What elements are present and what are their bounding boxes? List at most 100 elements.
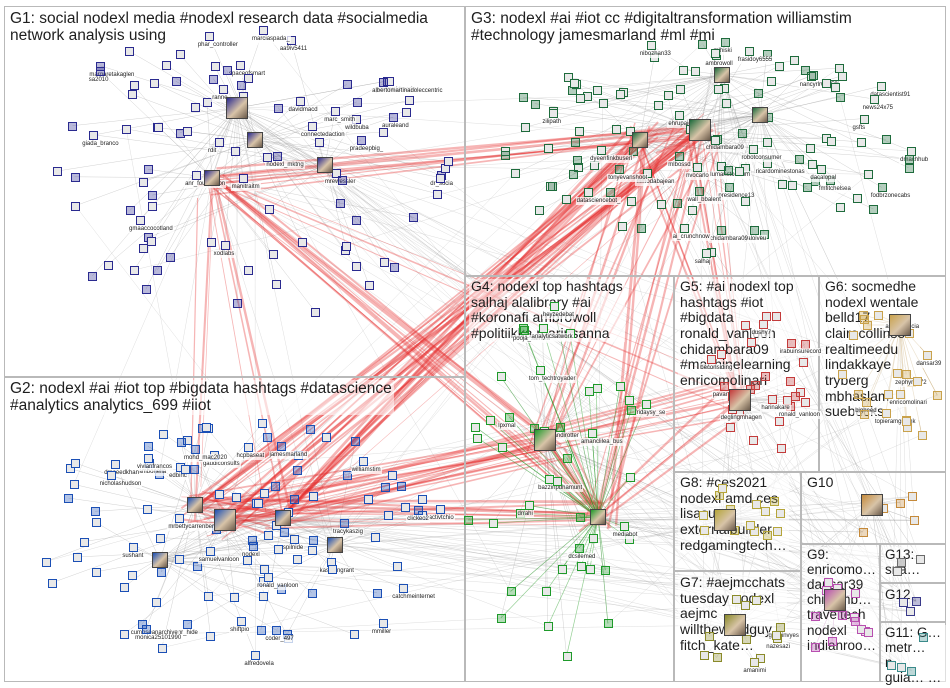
vertex-g3[interactable] bbox=[795, 155, 805, 165]
vertex-g1[interactable] bbox=[154, 122, 164, 132]
vertex-g4[interactable] bbox=[625, 472, 635, 482]
vertex-g4[interactable] bbox=[543, 622, 553, 632]
profile-avatar[interactable] bbox=[275, 510, 291, 526]
vertex-g2[interactable] bbox=[106, 470, 116, 480]
vertex-g3[interactable] bbox=[673, 199, 683, 209]
vertex-g2[interactable] bbox=[231, 493, 241, 503]
vertex-g2[interactable] bbox=[280, 528, 290, 537]
vertex-g2[interactable] bbox=[193, 562, 203, 572]
vertex-g2[interactable] bbox=[92, 567, 102, 577]
vertex-g3[interactable] bbox=[676, 85, 686, 95]
vertex-g1[interactable] bbox=[269, 250, 279, 260]
vertex-g4[interactable] bbox=[624, 396, 634, 406]
profile-avatar[interactable] bbox=[729, 389, 751, 411]
vertex-g4[interactable] bbox=[486, 416, 496, 426]
vertex-g3[interactable] bbox=[627, 197, 637, 207]
vertex-g5[interactable] bbox=[725, 423, 735, 433]
vertex-g1[interactable] bbox=[214, 138, 224, 148]
vertex-g1[interactable] bbox=[335, 199, 345, 209]
vertex-g1[interactable] bbox=[103, 260, 113, 270]
vertex-g6[interactable] bbox=[859, 410, 869, 419]
vertex-g1[interactable] bbox=[384, 76, 394, 86]
vertex-g1[interactable] bbox=[122, 124, 132, 134]
vertex-g5[interactable] bbox=[771, 311, 781, 321]
vertex-g5[interactable] bbox=[777, 443, 787, 453]
vertex-g2[interactable] bbox=[176, 437, 186, 447]
vertex-g3[interactable] bbox=[806, 72, 816, 82]
vertex-g1[interactable] bbox=[409, 213, 419, 223]
vertex-g8[interactable] bbox=[770, 497, 780, 507]
vertex-g1[interactable] bbox=[128, 90, 138, 100]
vertex-g8[interactable] bbox=[698, 510, 708, 520]
profile-avatar[interactable] bbox=[226, 97, 248, 119]
vertex-g1[interactable] bbox=[433, 189, 443, 199]
vertex-g1[interactable] bbox=[209, 74, 219, 84]
profile-avatar[interactable] bbox=[724, 614, 746, 636]
vertex-g4[interactable] bbox=[519, 325, 529, 335]
vertex-g2[interactable] bbox=[120, 582, 130, 592]
vertex-g2[interactable] bbox=[206, 631, 216, 641]
vertex-g1[interactable] bbox=[244, 74, 253, 84]
vertex-g1[interactable] bbox=[71, 201, 81, 211]
vertex-g12[interactable] bbox=[912, 597, 922, 607]
vertex-g4[interactable] bbox=[518, 324, 528, 334]
vertex-g2[interactable] bbox=[372, 588, 382, 598]
vertex-g3[interactable] bbox=[754, 88, 764, 98]
vertex-g1[interactable] bbox=[182, 127, 192, 137]
vertex-g2[interactable] bbox=[142, 624, 152, 634]
vertex-g1[interactable] bbox=[379, 77, 389, 87]
vertex-g2[interactable] bbox=[143, 505, 153, 515]
vertex-g4[interactable] bbox=[524, 501, 534, 511]
vertex-g3[interactable] bbox=[657, 200, 667, 209]
vertex-g4[interactable] bbox=[576, 513, 586, 523]
vertex-g3[interactable] bbox=[877, 183, 887, 193]
vertex-g2[interactable] bbox=[243, 443, 253, 453]
profile-avatar[interactable] bbox=[752, 107, 768, 123]
vertex-g3[interactable] bbox=[654, 101, 664, 111]
vertex-g8[interactable] bbox=[718, 484, 728, 494]
vertex-g1[interactable] bbox=[401, 107, 411, 117]
vertex-g3[interactable] bbox=[869, 205, 879, 215]
vertex-g1[interactable] bbox=[231, 146, 241, 156]
vertex-g3[interactable] bbox=[570, 78, 580, 88]
vertex-g4[interactable] bbox=[562, 651, 572, 661]
vertex-g3[interactable] bbox=[857, 137, 867, 147]
vertex-g11[interactable] bbox=[886, 660, 896, 670]
vertex-g5[interactable] bbox=[790, 392, 800, 402]
vertex-g1[interactable] bbox=[379, 127, 389, 137]
vertex-g2[interactable] bbox=[191, 445, 201, 455]
vertex-g3[interactable] bbox=[612, 124, 622, 134]
vertex-g2[interactable] bbox=[342, 471, 352, 481]
vertex-g6[interactable] bbox=[873, 310, 883, 320]
vertex-g6[interactable] bbox=[883, 389, 893, 399]
vertex-g3[interactable] bbox=[721, 99, 731, 109]
vertex-g2[interactable] bbox=[237, 616, 247, 626]
vertex-g3[interactable] bbox=[788, 180, 798, 190]
profile-avatar[interactable] bbox=[889, 314, 911, 336]
vertex-g2[interactable] bbox=[364, 494, 374, 504]
vertex-g1[interactable] bbox=[341, 242, 351, 252]
vertex-g3[interactable] bbox=[663, 91, 673, 101]
vertex-g1[interactable] bbox=[337, 175, 347, 185]
vertex-g5[interactable] bbox=[719, 381, 729, 391]
profile-avatar[interactable] bbox=[187, 497, 203, 513]
vertex-g2[interactable] bbox=[264, 572, 274, 582]
vertex-g1[interactable] bbox=[95, 67, 105, 77]
vertex-g2[interactable] bbox=[127, 570, 137, 580]
vertex-g4[interactable] bbox=[575, 544, 585, 553]
vertex-g3[interactable] bbox=[572, 156, 582, 166]
vertex-g2[interactable] bbox=[204, 592, 214, 602]
vertex-g2[interactable] bbox=[417, 495, 427, 505]
vertex-g3[interactable] bbox=[762, 137, 772, 147]
vertex-g8[interactable] bbox=[763, 530, 773, 540]
vertex-g8[interactable] bbox=[751, 499, 761, 509]
vertex-g8[interactable] bbox=[773, 526, 783, 536]
vertex-g1[interactable] bbox=[143, 165, 153, 175]
vertex-g5[interactable] bbox=[748, 436, 758, 446]
vertex-g1[interactable] bbox=[405, 95, 415, 105]
vertex-g6[interactable] bbox=[901, 416, 911, 426]
vertex-g2[interactable] bbox=[350, 630, 359, 640]
vertex-g1[interactable] bbox=[222, 66, 232, 76]
vertex-g8[interactable] bbox=[746, 521, 756, 531]
vertex-g7[interactable] bbox=[740, 601, 750, 611]
